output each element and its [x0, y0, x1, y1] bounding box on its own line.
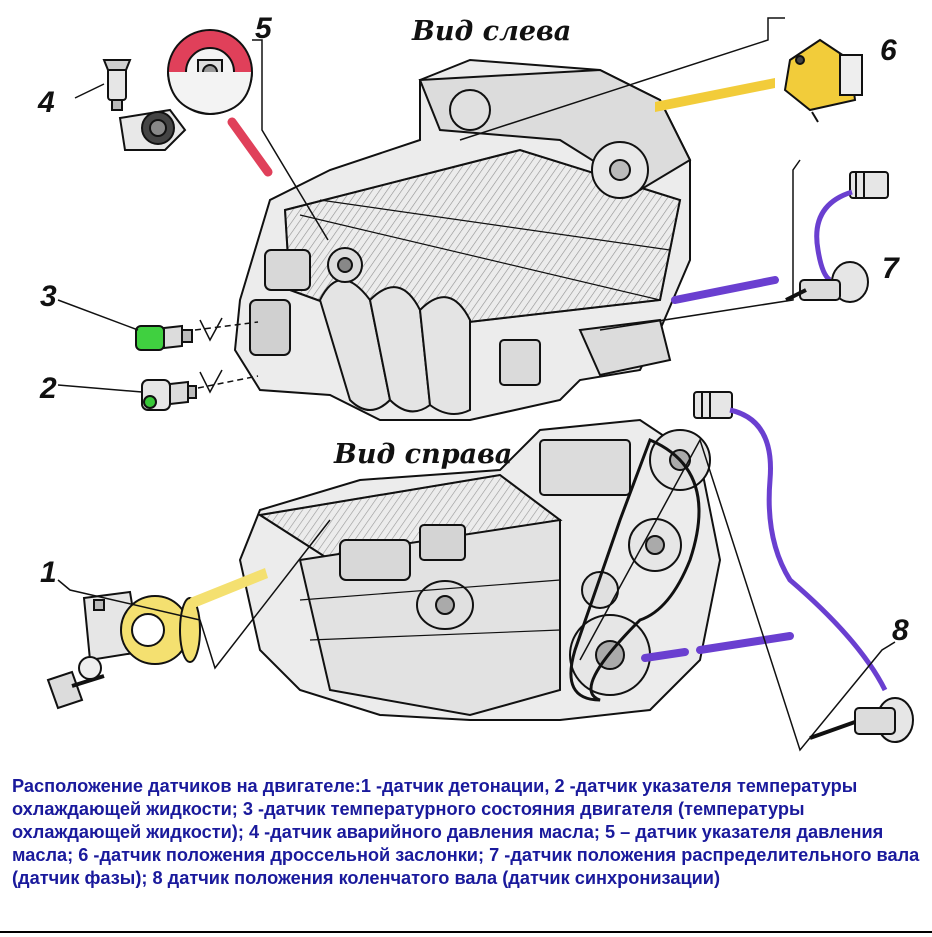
sensor-2-coolant-temperature — [141, 369, 223, 411]
sensor-3-engine-temperature — [135, 317, 223, 351]
sensor-8-marker — [696, 632, 794, 654]
sensor-7-camshaft-position — [785, 171, 889, 303]
sensor-4-oil-pressure-emergency — [102, 59, 187, 151]
sensor-7-marker — [671, 276, 779, 304]
right-view-title: Вид справа — [333, 439, 512, 470]
engine-top-left-view — [233, 58, 692, 421]
callout-2: 2 — [39, 372, 57, 405]
callout-4: 4 — [37, 86, 55, 119]
sensor-8-marker-short — [641, 648, 689, 662]
callout-8: 8 — [892, 614, 909, 647]
callout-7: 7 — [882, 252, 900, 285]
callout-5: 5 — [255, 12, 273, 45]
sensor-6-marker — [655, 78, 775, 112]
sensor-2-leader — [57, 384, 143, 393]
sensor-6-leader — [459, 17, 785, 141]
left-view-title: Вид слева — [411, 16, 571, 47]
sensor-2-dash — [197, 375, 259, 389]
sensor-6-throttle-position — [783, 38, 863, 123]
sensor-7-leader — [599, 159, 801, 331]
sensor-4-leader — [74, 83, 105, 99]
sensor-3-leader — [57, 299, 139, 331]
sensor-3-dash — [194, 321, 259, 331]
sensor-5-oil-pressure-gauge — [167, 29, 253, 116]
callout-1: 1 — [40, 556, 57, 589]
sensor-8-leader — [579, 438, 896, 752]
sensor-1-marker — [190, 568, 268, 608]
callout-6: 6 — [880, 34, 897, 67]
callout-3: 3 — [40, 280, 57, 313]
engine-bottom-right-view — [238, 418, 722, 721]
sensor-5-leader — [252, 39, 329, 241]
bottom-rule — [0, 931, 932, 933]
sensor-1-leader — [57, 519, 331, 670]
sensor-8-crankshaft-position — [693, 391, 914, 743]
sensor-5-marker — [227, 117, 273, 177]
sensor-1-knock — [46, 590, 201, 710]
figure-caption: Расположение датчиков на двигателе:1 -да… — [12, 776, 920, 888]
